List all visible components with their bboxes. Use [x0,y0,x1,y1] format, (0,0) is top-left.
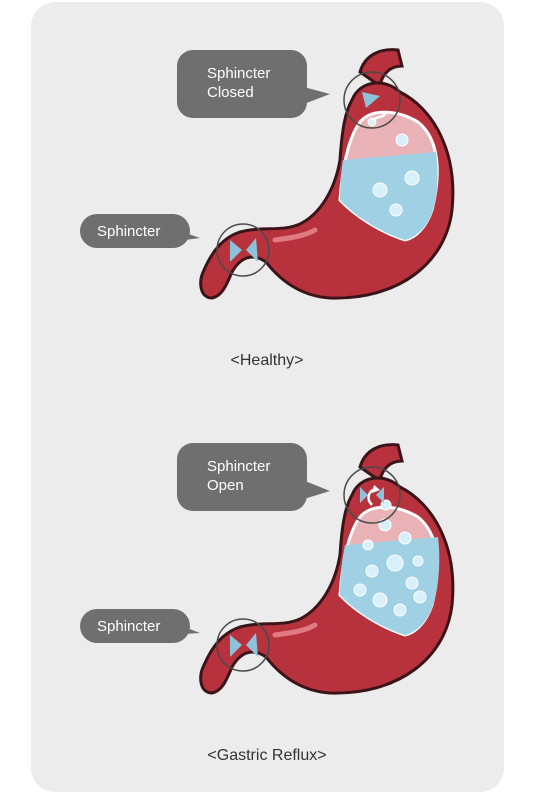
gas-bubble [353,583,367,597]
esophagus [358,48,404,89]
healthy-caption: <Healthy> [230,352,304,369]
sphincter-callout: Sphincter [80,609,190,643]
top-sphincter-circle [343,71,401,129]
callout-line-2: Closed [207,84,254,101]
healthy-stomach-illustration [166,48,455,300]
gas-bubbles [367,117,420,217]
top-callout-pointer [300,86,330,104]
gas-bubble [372,592,388,608]
callout-line-1: Sphincter [207,458,271,475]
esophagus [358,443,404,484]
gas-bubble [398,531,412,545]
top-sphincter-valve [362,92,380,108]
gas-bubble [378,518,392,532]
reflux-caption: <Gastric Reflux> [207,747,327,764]
gas-bubble [413,590,427,604]
stomach-highlight [272,227,318,243]
gas-bubble [372,182,388,198]
stomach-highlight [272,622,318,638]
bottom-sphincter-circle [216,223,270,277]
bottom-sphincter-valve-right [246,633,258,657]
gas-bubbles [353,499,427,617]
reflux-stomach-illustration [164,443,455,695]
callout-line-2: Open [207,477,244,494]
gas-bubble [404,170,420,186]
closed-arrow [371,111,388,122]
callout-label: Sphincter [97,223,161,240]
top-sphincter-circle [343,466,401,524]
bottom-sphincter-valve-left [230,635,242,657]
callout-label: Sphincter [97,618,161,635]
gas-bubble [393,603,407,617]
gas-bubble [386,554,404,572]
reflux-panel: Sphincter Open Sphincter <Gastric Reflux… [0,395,534,795]
top-callout-pointer [300,479,330,499]
top-sphincter-valve-left [360,487,368,503]
healthy-panel: Sphincter Closed Sphincter <Healthy> [80,48,455,369]
bottom-sphincter-valve-left [230,240,242,262]
reflux-arrow-head [372,485,380,493]
gas-bubble [389,203,403,217]
bottom-sphincter-circle [216,618,270,672]
sphincter-callout: Sphincter [80,214,190,248]
callout-line-1: Sphincter [207,65,271,82]
sphincter-open-callout: Sphincter Open [177,443,307,511]
gas-bubble [365,564,379,578]
gas-bubble [412,555,424,567]
top-sphincter-valve-right [376,487,384,503]
bottom-sphincter-valve-right [246,238,258,262]
gas-bubble [395,133,409,147]
sphincter-closed-callout: Sphincter Closed [177,50,307,118]
gas-bubble [405,576,419,590]
gas-bubble [362,539,374,551]
